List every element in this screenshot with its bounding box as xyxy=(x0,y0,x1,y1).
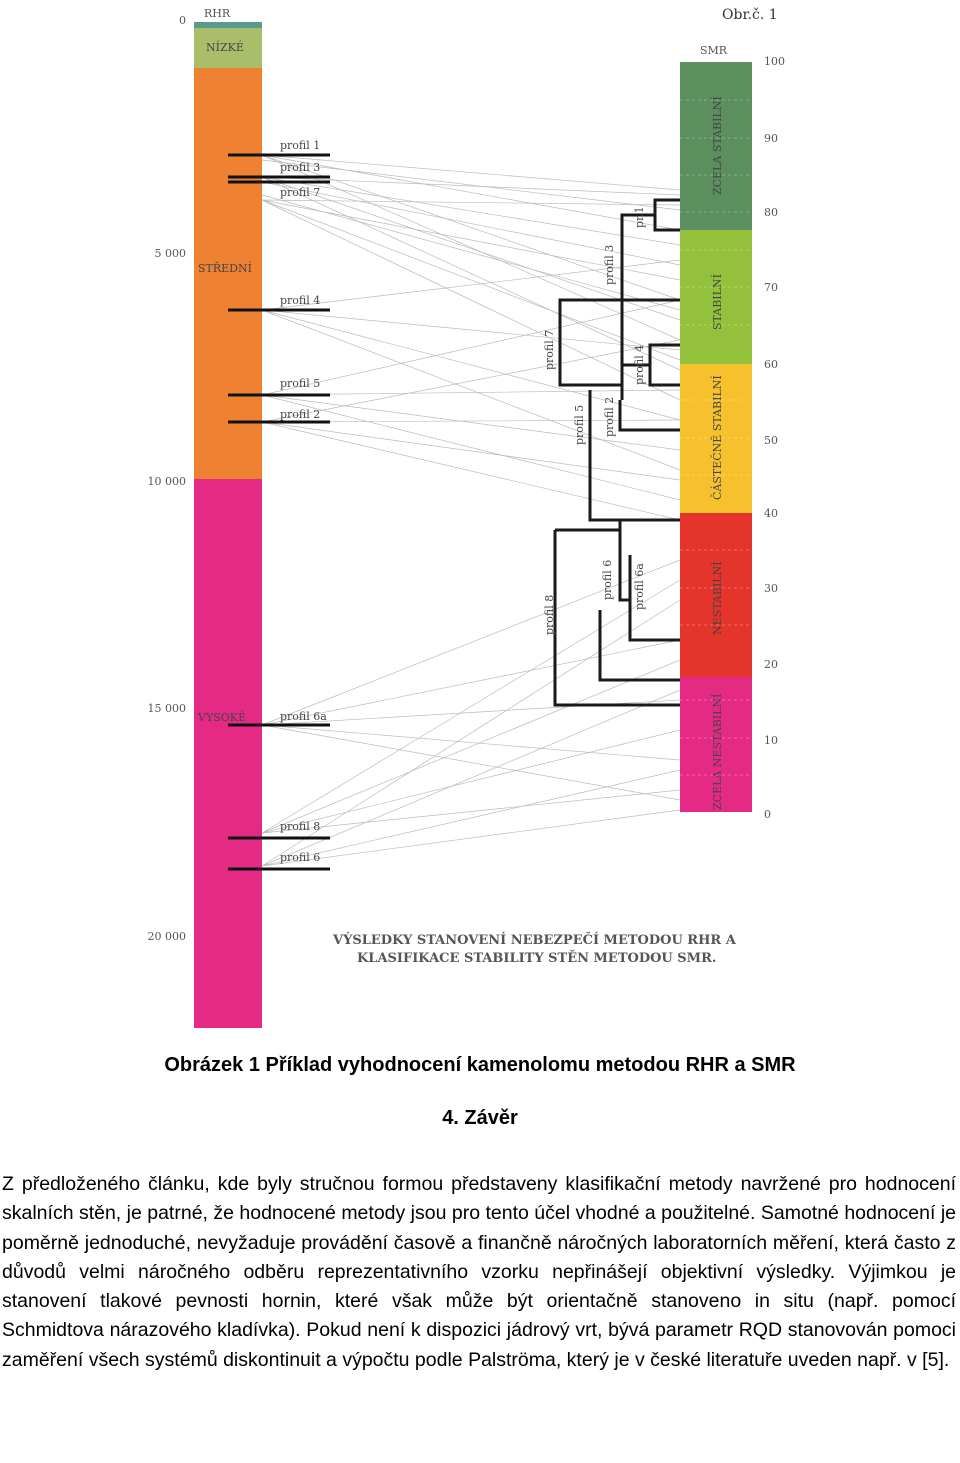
smr-tick: 40 xyxy=(764,507,778,520)
smr-tick: 30 xyxy=(764,582,778,595)
section-heading: 4. Závěr xyxy=(442,1107,518,1129)
dendrogram-label: profil 2 xyxy=(603,397,616,437)
smr-class-zcela-stabilni xyxy=(680,62,752,230)
dendrogram-label: profil 4 xyxy=(633,345,646,385)
rhr-profile-label: profil 4 xyxy=(280,294,320,307)
rhr-profile-label: profil 6a xyxy=(280,710,327,723)
figure-title-line: VÝSLEDKY STANOVENÍ NEBEZPEČÍ METODOU RHR… xyxy=(332,931,737,948)
rhr-tick: 15 000 xyxy=(148,702,187,715)
smr-tick: 50 xyxy=(764,434,778,447)
dendrogram-label: profil 3 xyxy=(603,245,616,285)
smr-tick: 80 xyxy=(764,206,778,219)
smr-class-castecne-stabilni xyxy=(680,364,752,513)
rhr-profile-label: profil 8 xyxy=(280,820,320,833)
smr-class-label: STABILNÍ xyxy=(710,274,724,330)
rhr-profile-label: profil 1 xyxy=(280,139,320,152)
figure-title-line: KLASIFIKACE STABILITY STĚN METODOU SMR. xyxy=(357,950,716,966)
dendrogram-label: profil 5 xyxy=(573,405,586,445)
smr-class-label: ZCELA NESTABILNÍ xyxy=(710,694,724,810)
rhr-profile-label: profil 7 xyxy=(280,186,320,199)
smr-tick: 0 xyxy=(764,808,771,821)
rhr-axis-title: RHR xyxy=(204,7,231,20)
rhr-profile-label: profil 6 xyxy=(280,851,320,864)
smr-class-label: NESTABILNÍ xyxy=(710,561,724,635)
rhr-tick: 10 000 xyxy=(148,475,187,488)
rhr-zone-nizke xyxy=(194,28,262,68)
rhr-profile-markers xyxy=(228,153,330,871)
rhr-zone-label-stredni: STŘEDNÍ xyxy=(198,261,252,275)
smr-class-label: ZCELA STABILNÍ xyxy=(710,96,724,195)
smr-axis-title: SMR xyxy=(700,44,728,57)
smr-tick: 100 xyxy=(764,55,785,68)
dendrogram xyxy=(553,198,680,707)
dendrogram-label: profil 6a xyxy=(633,563,646,610)
smr-class-stabilni xyxy=(680,230,752,364)
dendrogram-label: pr.1 xyxy=(633,206,646,228)
smr-class-label: ČÁSTEČNĚ STABILNÍ xyxy=(710,375,724,500)
rhr-profile-label: profil 3 xyxy=(280,161,320,174)
smr-tick: 10 xyxy=(764,734,778,747)
smr-tick: 60 xyxy=(764,358,778,371)
conclusion-paragraph: Z předloženého článku, kde byly stručnou… xyxy=(2,1173,956,1371)
smr-gridlines xyxy=(680,99,752,776)
rhr-profile-label: profil 2 xyxy=(280,408,320,421)
rhr-zone-top-strip xyxy=(194,22,262,28)
smr-class-nestabilni xyxy=(680,513,752,677)
smr-tick: 20 xyxy=(764,658,778,671)
smr-class-zcela-nestabilni xyxy=(680,677,752,812)
smr-tick: 90 xyxy=(764,132,778,145)
dendrogram-label: profil 7 xyxy=(543,330,556,370)
rhr-tick: 20 000 xyxy=(148,930,187,943)
connection-lines xyxy=(261,154,681,867)
rhr-zone-stredni xyxy=(194,68,262,479)
dendrogram-label: profil 8 xyxy=(543,595,556,635)
rhr-smr-figure: Obr.č. 1 RHR NÍZKÉ STŘEDNÍ VYSOKÉ 0 5 00… xyxy=(148,7,785,1028)
figure-caption: Obrázek 1 Příklad vyhodnocení kamenolomu… xyxy=(164,1054,796,1076)
rhr-tick: 5 000 xyxy=(155,247,187,260)
smr-tick: 70 xyxy=(764,281,778,294)
rhr-zone-vysoke xyxy=(194,479,262,1028)
figure-number-label: Obr.č. 1 xyxy=(722,7,778,23)
rhr-profile-label: profil 5 xyxy=(280,377,320,390)
rhr-tick: 0 xyxy=(179,14,186,27)
rhr-zone-label-vysoke: VYSOKÉ xyxy=(197,710,246,724)
rhr-zone-label-nizke: NÍZKÉ xyxy=(206,40,244,54)
dendrogram-label: profil 6 xyxy=(601,560,614,600)
